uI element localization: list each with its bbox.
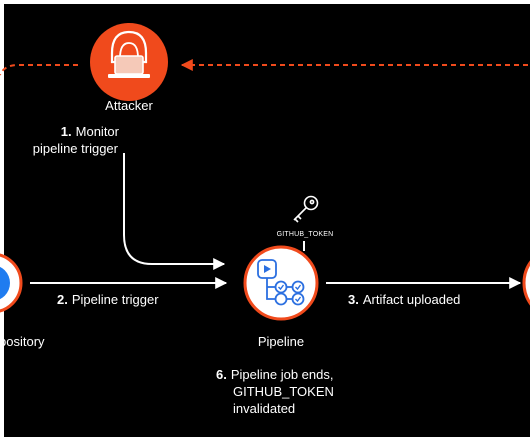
step-6-line3: invalidated: [233, 401, 296, 416]
step-3-number: 3.: [348, 292, 359, 307]
step-2-number: 2.: [57, 292, 68, 307]
step-1-line1: Monitor: [75, 124, 119, 139]
step-6-label: 6.Pipeline job ends,: [216, 367, 333, 383]
token-label: GITHUB_TOKEN: [276, 231, 334, 238]
monitor-connector-arrow: [123, 153, 226, 270]
hooded-attacker-laptop-icon: [108, 30, 150, 78]
attacker-node: [90, 23, 168, 101]
step-1-label: 1.Monitor: [47, 124, 119, 140]
right-node-partial: [522, 260, 530, 306]
card-edge-top: [0, 0, 530, 4]
card-edge-left: [0, 0, 4, 442]
step-1-number: 1.: [60, 124, 72, 139]
orange-dashed-left-curve: [0, 64, 78, 76]
step-2-label: 2.Pipeline trigger: [57, 292, 159, 308]
step-6-number: 6.: [216, 367, 227, 382]
pipeline-node: [243, 245, 319, 321]
pipeline-flow-icon: [257, 259, 305, 306]
step-6-line2: GITHUB_TOKEN: [233, 384, 334, 399]
step-3-label: 3.Artifact uploaded: [348, 292, 460, 308]
key-icon: [293, 195, 319, 223]
attacker-label: Attacker: [105, 98, 153, 113]
repository-label: pository: [0, 334, 45, 349]
step-3-text: Artifact uploaded: [362, 292, 461, 307]
step-1-line2: pipeline trigger: [32, 141, 118, 156]
step-2-text: Pipeline trigger: [71, 292, 159, 307]
card-edge-bottom: [0, 437, 530, 442]
pipeline-label: Pipeline: [257, 334, 305, 349]
repository-node: [0, 253, 23, 313]
repository-icon: [0, 266, 10, 300]
step-6-line1: Pipeline job ends,: [230, 367, 334, 382]
